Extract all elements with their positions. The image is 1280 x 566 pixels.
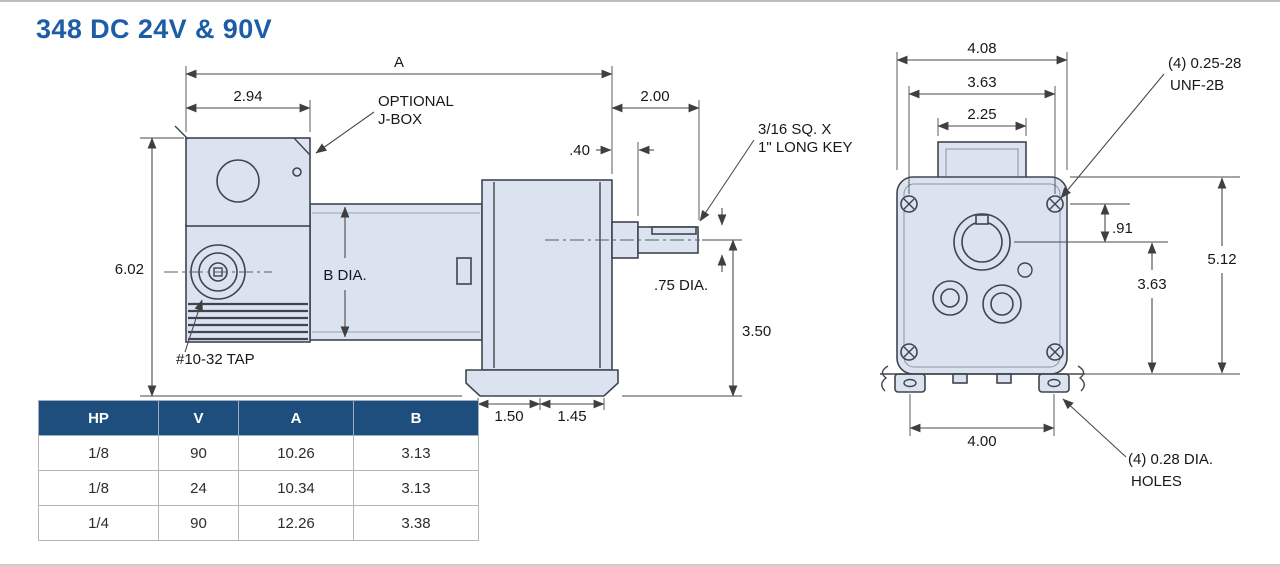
dim-2-94-label: 2.94 [233,88,262,105]
tap-note: #10-32 TAP [176,351,255,368]
dim-2-25-label: 2.25 [967,106,996,123]
keyway-notch [975,214,989,225]
unf-note-line1: (4) 0.25-28 [1168,55,1241,72]
jbox-knockout [216,159,260,203]
holes-note-line2: HOLES [1131,473,1182,490]
terminal-box [937,141,1027,179]
dim-40-label: .40 [569,142,590,159]
dim-1-45-label: 1.45 [557,408,586,425]
dim-6-02-label: 6.02 [115,261,144,278]
dim-3-63-top-label: 3.63 [967,74,996,91]
table-row: 1/8 24 10.34 3.13 [38,470,479,506]
page-title: 348 DC 24V & 90V [36,14,273,44]
junction-box [174,125,311,227]
holes-note-line1: (4) 0.28 DIA. [1128,451,1213,468]
foot-hole [903,378,917,388]
gearhead [481,179,613,371]
foot-hole [1047,378,1061,388]
dim-2-00-label: 2.00 [640,88,669,105]
screw-icon [1046,195,1064,213]
screw-icon [900,195,918,213]
dim-3-50-label: 3.50 [742,323,771,340]
cell-b: 3.38 [353,505,479,541]
screw-icon [1046,343,1064,361]
cell-b: 3.13 [353,435,479,471]
cell-a: 12.26 [238,505,354,541]
key-note-line2: 1" LONG KEY [758,139,853,156]
col-header-b: B [353,400,479,436]
lower-bosses [932,280,1022,324]
cell-a: 10.26 [238,435,354,471]
motor-body [309,203,483,341]
cell-v: 90 [158,505,239,541]
gearbox-housing [185,223,311,343]
dim-3-63-right-label: 3.63 [1137,276,1166,293]
dim-b-dia-label: B DIA. [323,267,366,284]
side-view: A 2.94 OPTIONAL J-BOX 6.02 B DIA. #10-32… [115,54,853,425]
dim-91-label: .91 [1112,220,1133,237]
jbox-note-line1: OPTIONAL [378,93,454,110]
cell-hp: 1/8 [38,470,159,506]
cell-hp: 1/4 [38,505,159,541]
dim-a-label: A [394,54,404,71]
mounting-base [465,369,619,397]
key-note-line1: 3/16 SQ. X [758,121,831,138]
dim-4-08-label: 4.08 [967,40,996,57]
spec-table-header-row: HP V A B [38,400,479,436]
unf-note-line2: UNF-2B [1170,77,1224,94]
col-header-v: V [158,400,239,436]
pilot-hole [1017,262,1033,278]
jbox-note-line2: J-BOX [378,111,422,128]
jbox-screw [292,167,302,177]
col-header-hp: HP [38,400,159,436]
spec-table: HP V A B 1/8 90 10.26 3.13 1/8 24 10.34 [38,400,479,541]
dim-1-50-label: 1.50 [494,408,523,425]
front-view: 4.08 3.63 2.25 (4) 0.25-28 UNF-2B .91 3.… [880,40,1241,490]
table-row: 1/8 90 10.26 3.13 [38,435,479,471]
cell-b: 3.13 [353,470,479,506]
dim-5-12-label: 5.12 [1207,251,1236,268]
shaft-bore [953,213,1011,271]
cell-v: 24 [158,470,239,506]
mounting-feet [880,365,1085,393]
col-header-a: A [238,400,354,436]
break-line [881,365,889,392]
corner-screws [900,195,1064,361]
cell-a: 10.34 [238,470,354,506]
cell-v: 90 [158,435,239,471]
dim-75-dia-label: .75 DIA. [654,277,708,294]
break-line [1077,365,1085,392]
dim-4-00-label: 4.00 [967,433,996,450]
screw-icon [900,343,918,361]
gearbox-face [896,176,1068,375]
cell-hp: 1/8 [38,435,159,471]
brush-cap [456,257,472,285]
table-row: 1/4 90 12.26 3.38 [38,505,479,541]
shaft-key [651,226,697,235]
